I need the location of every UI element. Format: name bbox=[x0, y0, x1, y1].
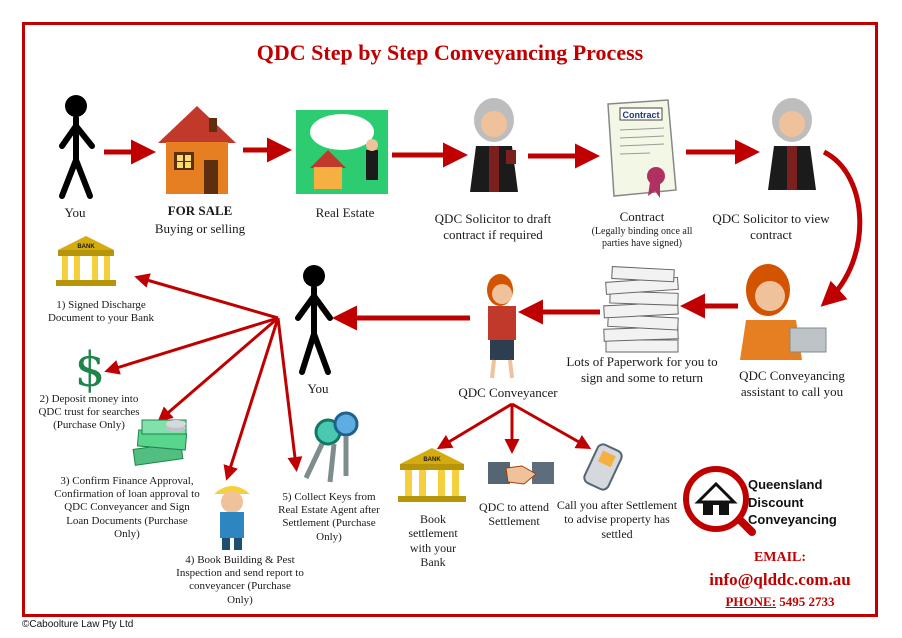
logo-icon bbox=[683, 466, 756, 536]
bank-label-2: BANK bbox=[423, 457, 441, 463]
stick-figure-icon bbox=[59, 95, 95, 199]
copyright: ©Caboolture Law Pty Ltd bbox=[22, 619, 134, 630]
page-border bbox=[22, 22, 878, 617]
task-5: 5) Collect Keys from Real Estate Agent a… bbox=[278, 491, 380, 543]
label-contract-note: (Legally binding once all parties have s… bbox=[591, 226, 693, 249]
judge-icon bbox=[768, 98, 816, 190]
paperwork-icon bbox=[603, 266, 679, 353]
arrow-to-call bbox=[511, 402, 592, 449]
top-row-arrows bbox=[104, 137, 863, 307]
task-1: 1) Signed Discharge Document to your Ban… bbox=[47, 299, 154, 325]
email-label: EMAIL: bbox=[753, 550, 807, 565]
conveyancer-task-book: Book settlement with your Bank bbox=[408, 512, 458, 570]
label-conveyancer: QDC Conveyancer bbox=[458, 385, 558, 400]
logo-text: Queensland Discount Conveyancing bbox=[748, 476, 837, 529]
conveyancer-task-call: Call you after Settlement to advise prop… bbox=[556, 498, 678, 541]
label-for-sale: FOR SALE bbox=[167, 203, 233, 218]
label-you: You bbox=[64, 205, 86, 220]
bank-icon: BANK bbox=[398, 448, 466, 502]
phone-line: PHONE: 5495 2733 bbox=[690, 594, 870, 610]
arrow-to-task5 bbox=[276, 317, 303, 472]
label-you-2: You bbox=[307, 381, 329, 396]
label-paperwork: Lots of Paperwork for you to sign and so… bbox=[566, 354, 718, 385]
phone-number[interactable]: 5495 2733 bbox=[779, 594, 835, 609]
page-title: QDC Step by Step Conveyancing Process bbox=[256, 40, 644, 65]
middle-row-arrows bbox=[332, 293, 738, 331]
arrow-to-task1 bbox=[134, 273, 279, 320]
logo-line-1: Queensland bbox=[748, 477, 823, 492]
task-4: 4) Book Building & Pest Inspection and s… bbox=[176, 554, 304, 606]
conveyancer-task-attend: QDC to attend Settlement bbox=[479, 500, 549, 529]
email-address[interactable]: info@qlddc.com.au bbox=[709, 570, 851, 589]
arrow-to-task2 bbox=[104, 316, 279, 375]
label-assistant: QDC Conveyancing assistant to call you bbox=[739, 368, 845, 399]
handshake-icon bbox=[488, 462, 554, 485]
bank-label: BANK bbox=[77, 244, 95, 250]
conveyancer-icon bbox=[487, 274, 516, 379]
arrow-to-task4 bbox=[223, 317, 280, 481]
label-real-estate: Real Estate bbox=[315, 205, 375, 220]
logo-line-3: Conveyancing bbox=[748, 512, 837, 528]
assistant-icon bbox=[740, 264, 827, 360]
money-icon bbox=[132, 419, 188, 466]
house-icon bbox=[158, 106, 236, 194]
task-3: 3) Confirm Finance Approval, Confirmatio… bbox=[54, 475, 200, 540]
arrow-curve-to-assistant bbox=[820, 149, 863, 307]
conveyancer-task-arrows bbox=[436, 402, 592, 454]
builder-icon bbox=[214, 486, 250, 550]
phone-label: PHONE: bbox=[725, 594, 777, 609]
label-buying-selling: Buying or selling bbox=[154, 221, 246, 236]
keys-icon bbox=[303, 411, 359, 483]
you-task-arrows bbox=[104, 273, 303, 481]
phone-icon bbox=[583, 443, 623, 491]
label-solicitor-view: QDC Solicitor to view contract bbox=[712, 211, 830, 242]
contract-icon: Contract bbox=[607, 99, 677, 198]
stick-figure-icon bbox=[295, 265, 333, 375]
judge-icon bbox=[470, 98, 518, 192]
arrow-to-book bbox=[436, 402, 513, 450]
dollar-icon: $ bbox=[75, 342, 106, 398]
label-contract: Contract bbox=[619, 209, 665, 224]
real-estate-icon bbox=[296, 110, 388, 194]
contract-doc-label: Contract bbox=[622, 110, 659, 120]
bank-icon: BANK bbox=[56, 236, 116, 286]
task-2: 2) Deposit money into QDC trust for sear… bbox=[38, 393, 140, 432]
label-solicitor-draft: QDC Solicitor to draft contract if requi… bbox=[434, 211, 552, 242]
arrow-to-task3 bbox=[157, 316, 279, 422]
logo-line-2: Discount bbox=[748, 494, 804, 510]
